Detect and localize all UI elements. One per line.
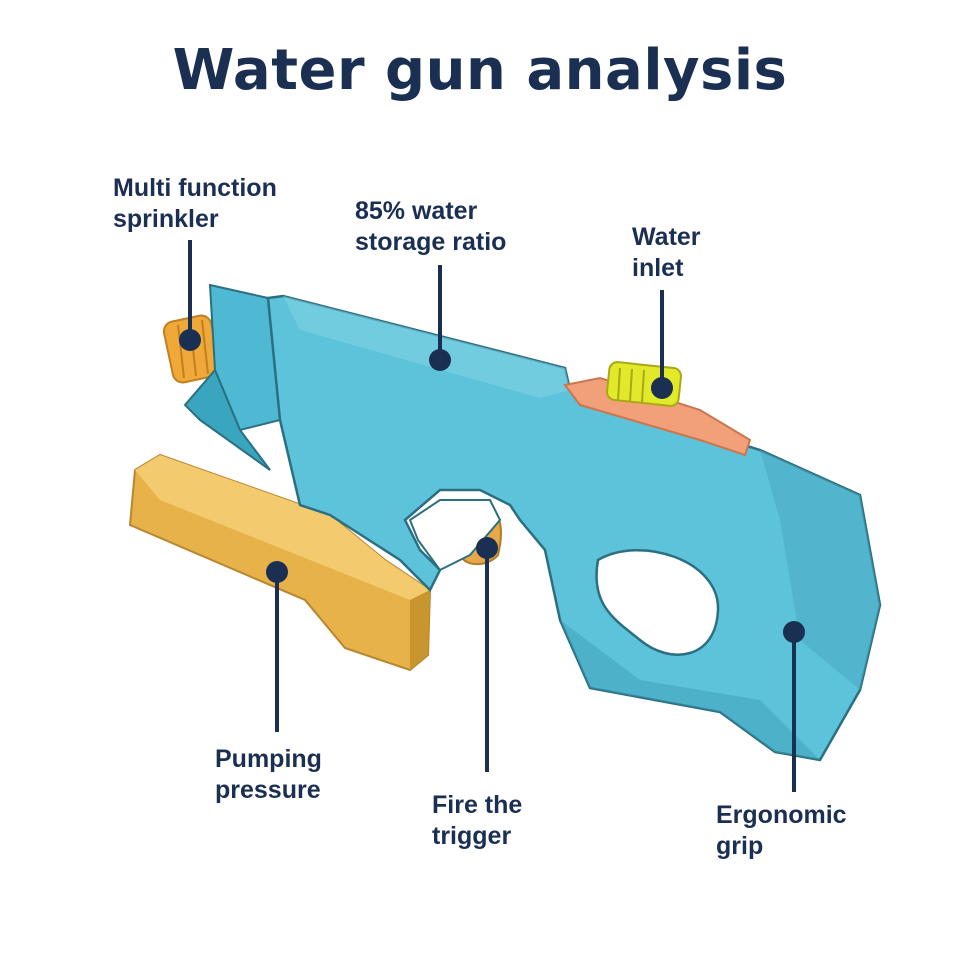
gun-body	[266, 294, 882, 762]
leader-inlet	[651, 290, 673, 399]
barrel-front	[183, 283, 282, 471]
leader-trigger	[476, 537, 498, 772]
leader-grip	[783, 621, 805, 792]
leader-storage	[429, 265, 451, 371]
leader-sprinkler	[179, 240, 201, 351]
page-title: Water gun analysis	[172, 38, 788, 103]
leader-pump	[266, 561, 288, 732]
